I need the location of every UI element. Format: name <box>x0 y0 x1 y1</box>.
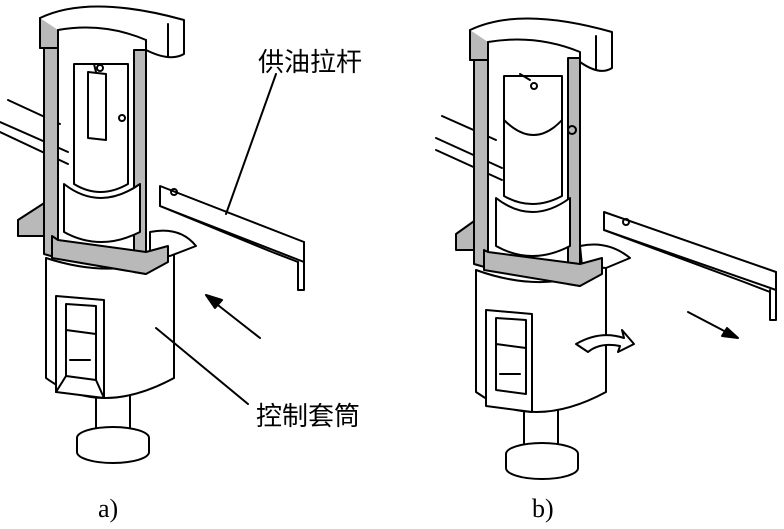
arrow-right-pull <box>687 311 739 339</box>
caption-b: b) <box>532 494 554 523</box>
plunger-b <box>495 73 577 257</box>
leader-supply-rod <box>225 73 277 215</box>
plunger-a <box>63 63 141 243</box>
plunger-foot-a <box>76 391 150 464</box>
label-supply-rod: 供油拉杆 <box>258 48 363 78</box>
control-sleeve-a <box>45 251 175 399</box>
leader-control-sleeve <box>155 327 249 405</box>
barrel-a <box>39 5 185 275</box>
supply-rod-a <box>159 185 305 291</box>
figure-a <box>0 5 305 464</box>
caption-a: a) <box>98 494 119 523</box>
plunger-foot-b <box>505 407 579 480</box>
label-control-sleeve: 控制套筒 <box>256 402 361 432</box>
arrow-left-push <box>205 294 261 339</box>
supply-rod-b <box>603 211 777 321</box>
figure-b <box>435 17 777 480</box>
guide-bar-right <box>435 115 503 181</box>
arrow-rotate <box>575 329 635 353</box>
control-sleeve-b <box>475 265 607 413</box>
